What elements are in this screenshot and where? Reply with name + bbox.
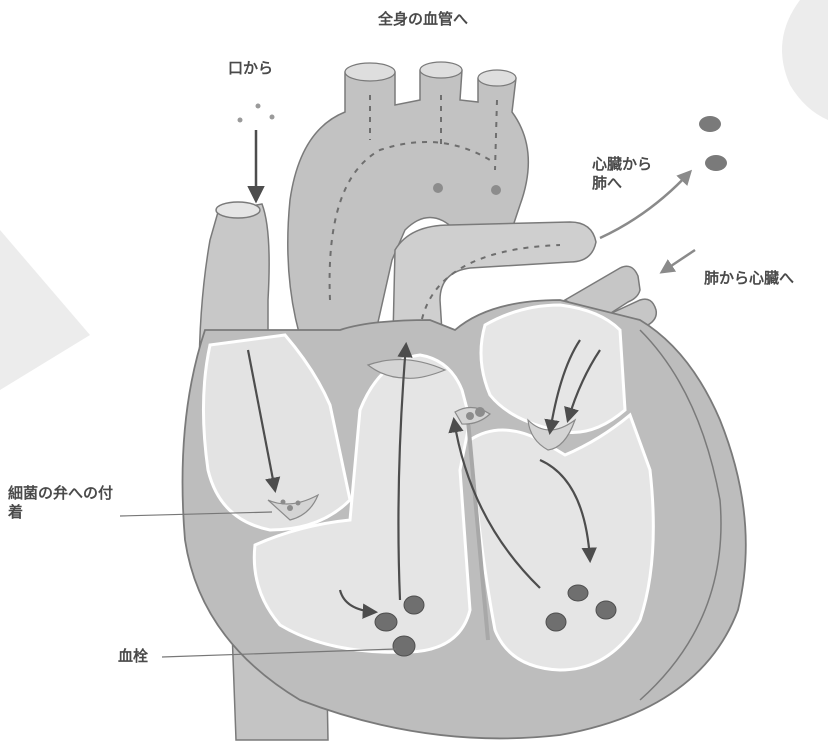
background-circle (782, 0, 828, 120)
bacteria-on-valve-label: 細菌の弁への付着 (8, 484, 118, 522)
lung-bacteria-icon (699, 116, 727, 171)
to-body-vessels-label: 全身の血管へ (378, 10, 468, 29)
from-mouth-label: 口から (228, 59, 273, 78)
oral-bacteria-icon (238, 104, 275, 123)
lungs-to-heart-label: 肺から心臓へ (704, 269, 794, 288)
background-triangle (0, 230, 90, 390)
heart-to-lungs-label: 心臓から肺へ (592, 155, 662, 193)
thrombus-label: 血栓 (118, 647, 148, 666)
left-ventricle (470, 415, 653, 670)
arrow-in-icon (662, 250, 695, 272)
